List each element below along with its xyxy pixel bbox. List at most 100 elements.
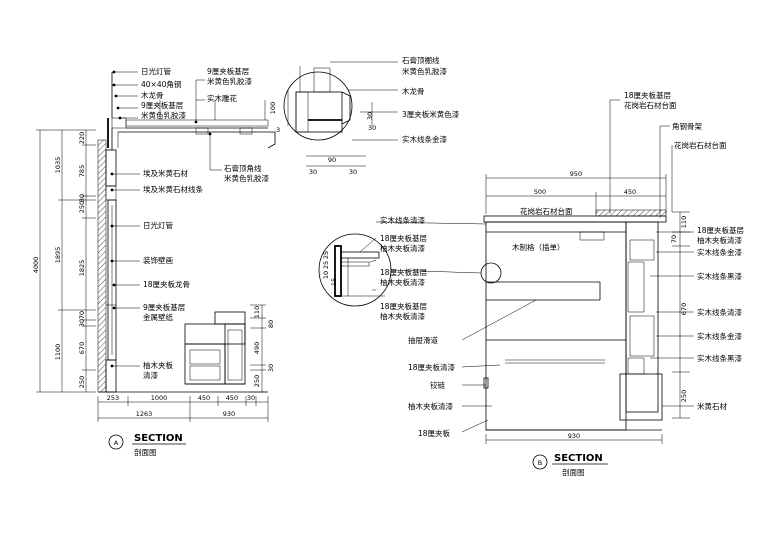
callout-a-13: 日光灯管 xyxy=(143,220,173,230)
detail-dim-3: 30 xyxy=(366,112,374,120)
callout-b-9: 18厘夹板清漆 xyxy=(408,362,456,372)
dim-a-b6: 1263 xyxy=(136,410,153,418)
callout-b-10: 铰链 xyxy=(430,380,445,390)
callout-b-top-3: 角钢骨架 xyxy=(672,121,702,131)
callout-b-r1: 18厘夹板基层 xyxy=(697,225,745,235)
dim-a-upper: 1035 xyxy=(54,157,62,174)
wall-hatch xyxy=(97,139,107,393)
dim-a-c8: 670 xyxy=(78,342,86,354)
detail-callout-1: 石膏顶棚线 xyxy=(402,55,440,65)
callout-a-4: 9厘夹板基层 xyxy=(141,100,184,110)
detail-dim-1: 100 xyxy=(269,102,277,114)
callout-b-r6: 实木线条金漆 xyxy=(697,331,742,341)
callout-b-r2: 柚木夹板清漆 xyxy=(697,235,742,245)
detail-marker-b xyxy=(480,262,502,284)
callout-b-top-2: 花岗岩石材台面 xyxy=(624,100,677,110)
callout-a-6: 9厘夹板基层 xyxy=(207,66,250,76)
callout-a-10: 米黄色乳胶漆 xyxy=(224,173,269,183)
dim-a-c5: 1825 xyxy=(78,260,86,277)
callout-b-top-4: 花岗岩石材台面 xyxy=(674,140,727,150)
dim-b-bottom: 930 xyxy=(568,432,580,440)
dim-a-total: 4000 xyxy=(32,257,40,274)
dim-a-r2: 80 xyxy=(267,320,275,328)
callout-a-19: 清漆 xyxy=(143,370,158,380)
dim-a-c2: 785 xyxy=(78,165,86,177)
dim-a-r4: 30 xyxy=(267,364,275,372)
dim-b-top-2: 450 xyxy=(624,188,636,196)
callout-a-5: 米黄色乳胶漆 xyxy=(141,110,186,120)
detail-dim-6: 30 xyxy=(309,168,317,176)
dim-b-top-total: 950 xyxy=(570,170,582,178)
callout-b-5: 柚木夹板清漆 xyxy=(380,277,425,287)
dim-b-r3: 670 xyxy=(680,303,688,315)
detail-dim-2: 3 xyxy=(276,126,280,134)
callout-a-1: 日光灯管 xyxy=(141,66,171,76)
dim-b-r4: 250 xyxy=(680,390,688,402)
section-b-badge-letter: B xyxy=(538,459,542,467)
callout-a-2: 40×40角钢 xyxy=(141,79,181,89)
section-a-subtitle: 剖面图 xyxy=(134,447,157,457)
callout-a-7: 米黄色乳胶漆 xyxy=(207,76,252,86)
section-b-badge xyxy=(532,454,548,470)
dim-a-b3: 450 xyxy=(198,394,210,402)
section-a-drawing: 日光灯管 40×40角钢 木龙骨 9厘夹板基层 米黄色乳胶漆 9厘夹板基层 米黄… xyxy=(32,55,460,457)
dim-a-b1: 253 xyxy=(107,394,119,402)
dim-a-r3: 490 xyxy=(253,342,261,354)
dim-a-b4: 450 xyxy=(226,394,238,402)
callout-b-4: 18厘夹板基层 xyxy=(380,267,428,277)
dim-a-c9: 250 xyxy=(78,376,86,388)
callout-b-3: 柚木夹板清漆 xyxy=(380,243,425,253)
callout-b-r7: 实木线条黑漆 xyxy=(697,353,742,363)
dim-a-c7: 30 xyxy=(78,319,86,327)
callout-a-9: 石膏顶角线 xyxy=(224,163,262,173)
dim-a-b5: 30 xyxy=(247,394,255,402)
dim-b-r2: 70 xyxy=(670,235,678,243)
detail-callout-5: 实木线条金漆 xyxy=(402,134,447,144)
detail-circle-a xyxy=(283,66,353,141)
detail-dim-7: 30 xyxy=(349,168,357,176)
callout-a-16: 9厘夹板基层 xyxy=(143,302,186,312)
dim-a-c3: 30 xyxy=(78,194,86,202)
section-a-title: SECTION xyxy=(134,433,183,444)
callout-a-18: 柚木夹板 xyxy=(143,360,173,370)
detail-b-dim-3: 25 xyxy=(322,251,330,259)
dim-a-c1: 220 xyxy=(78,132,86,144)
detail-dim-5: 90 xyxy=(328,156,336,164)
section-b-drawing: 实木线条清漆 18厘夹板基层 柚木夹板清漆 18厘夹板基层 柚木夹板清漆 18厘… xyxy=(318,90,745,477)
dim-a-mid: 1895 xyxy=(54,247,62,264)
dim-a-b2: 1000 xyxy=(151,394,168,402)
callout-b-r3: 实木线条金漆 xyxy=(697,247,742,257)
callout-a-15: 18厘夹板龙骨 xyxy=(143,279,190,289)
callout-a-17: 金属壁纸 xyxy=(143,312,173,322)
section-b-title: SECTION xyxy=(554,453,603,464)
dim-a-c4: 250 xyxy=(78,201,86,213)
callout-b-top-1: 18厘夹板基层 xyxy=(624,90,672,100)
callout-b-7: 柚木夹板清漆 xyxy=(380,311,425,321)
section-a-badge xyxy=(108,434,124,450)
dim-a-r5: 250 xyxy=(253,375,261,387)
callout-b-r5: 实木线条清漆 xyxy=(697,307,742,317)
callout-a-14: 装饰壁画 xyxy=(143,255,173,265)
dim-a-r1: 110 xyxy=(253,306,261,318)
section-a-badge-letter: A xyxy=(114,439,119,447)
dim-a-low: 1100 xyxy=(54,344,62,361)
dim-a-c6: 70 xyxy=(78,311,86,319)
dim-b-top-1: 500 xyxy=(534,188,546,196)
dim-b-r1: 110 xyxy=(680,216,688,228)
wood-grid-label: 木制格（插单） xyxy=(512,242,565,252)
dim-a-b7: 930 xyxy=(223,410,235,418)
callout-a-12: 埃及米黄石材线条 xyxy=(143,184,203,194)
callout-b-1: 实木线条清漆 xyxy=(380,215,425,225)
callout-b-12: 18厘夹板 xyxy=(418,428,451,438)
callout-b-8: 抽屉滑道 xyxy=(408,335,438,345)
callout-b-11: 柚木夹板清漆 xyxy=(408,401,453,411)
detail-callout-3: 木龙骨 xyxy=(402,86,425,96)
detail-callout-2: 米黄色乳胶漆 xyxy=(402,66,447,76)
detail-callout-4: 3厘夹板米黄色漆 xyxy=(402,109,460,119)
detail-b-dim-4: 15 xyxy=(330,278,338,286)
callout-a-3: 木龙骨 xyxy=(141,90,164,100)
section-b-subtitle: 剖面图 xyxy=(562,467,585,477)
detail-b-dim-2: 25 xyxy=(322,261,330,269)
callout-a-11: 埃及米黄石材 xyxy=(143,168,188,178)
